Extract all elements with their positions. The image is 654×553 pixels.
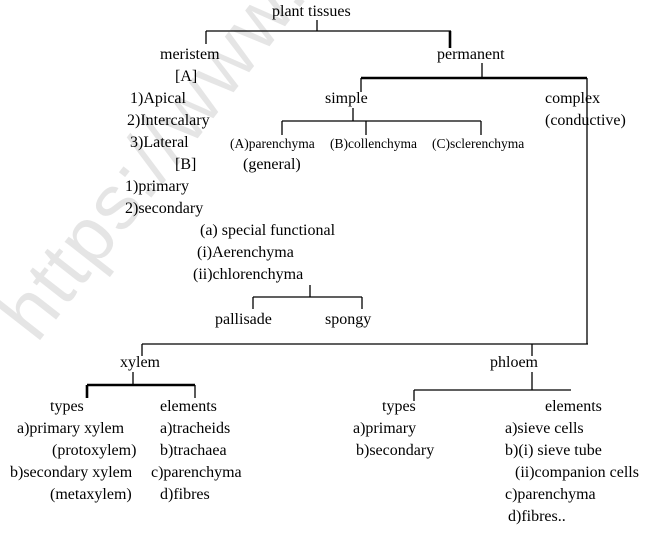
meristem-a-item: 3)Lateral <box>130 134 189 151</box>
phloem-type: b)secondary <box>356 442 435 459</box>
phloem-element: b)(i) sieve tube <box>505 442 602 459</box>
meristem-b-item: 2)secondary <box>125 200 204 217</box>
meristem-a-item: 2)Intercalary <box>127 112 210 129</box>
phloem-types-label: types <box>382 398 416 415</box>
meristem-group-b: [B] <box>175 156 197 173</box>
xylem-type: a)primary xylem <box>17 420 125 437</box>
special-item: (ii)chlorenchyma <box>193 266 304 283</box>
special-item: (i)Aerenchyma <box>197 244 294 261</box>
parenchyma-node: (A)parenchyma <box>230 136 315 151</box>
complex-node: complex <box>545 90 601 107</box>
pallisade-node: pallisade <box>215 311 272 328</box>
xylem-type: (metaxylem) <box>50 486 132 503</box>
special-functional-title: (a) special functional <box>200 222 336 239</box>
spongy-node: spongy <box>325 311 372 328</box>
meristem-node: meristem <box>160 46 220 63</box>
phloem-node: phloem <box>490 354 538 371</box>
xylem-element: d)fibres <box>160 486 210 503</box>
permanent-node: permanent <box>437 46 505 63</box>
xylem-elements-label: elements <box>160 398 217 415</box>
xylem-element: c)parenchyma <box>151 464 242 481</box>
meristem-a-item: 1)Apical <box>130 90 186 107</box>
phloem-element: d)fibres.. <box>508 508 566 525</box>
xylem-types-label: types <box>50 398 84 415</box>
xylem-node: xylem <box>120 354 160 371</box>
simple-node: simple <box>325 90 368 107</box>
xylem-type: (protoxylem) <box>52 442 137 459</box>
phloem-element: c)parenchyma <box>505 486 596 503</box>
meristem-b-item: 1)primary <box>125 178 189 195</box>
xylem-element: b)trachaea <box>160 442 227 459</box>
meristem-group-a: [A] <box>175 68 198 85</box>
root-node: plant tissues <box>272 3 351 20</box>
xylem-type: b)secondary xylem <box>10 464 133 481</box>
complex-note: (conductive) <box>545 112 626 129</box>
parenchyma-note: (general) <box>243 156 301 173</box>
sclerenchyma-node: (C)sclerenchyma <box>432 136 525 151</box>
xylem-element: a)tracheids <box>160 420 231 437</box>
phloem-type: a)primary <box>353 420 417 437</box>
phloem-elements-label: elements <box>545 398 602 415</box>
phloem-element: a)sieve cells <box>505 420 584 437</box>
phloem-element: (ii)companion cells <box>515 464 639 481</box>
collenchyma-node: (B)collenchyma <box>330 136 417 151</box>
